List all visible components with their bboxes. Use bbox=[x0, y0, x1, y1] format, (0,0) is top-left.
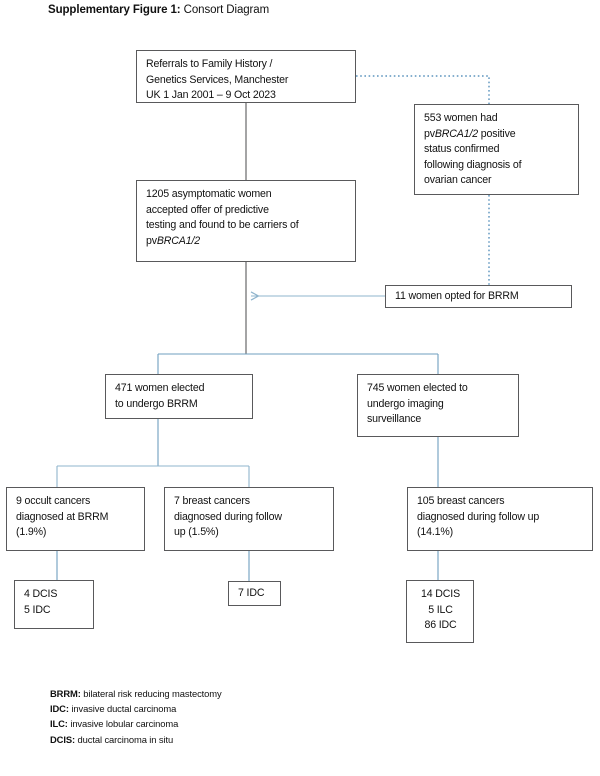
node-opted-brrm: 11 women opted for BRRM bbox=[385, 285, 572, 308]
node-ovarian-line2-suffix: positive bbox=[478, 127, 516, 140]
node-ovarian-gene-italic: BRCA1/2 bbox=[434, 127, 479, 140]
legend-row-ilc: ILC: invasive lobular carcinoma bbox=[50, 716, 222, 731]
figure-title-label: Supplementary Figure 1: bbox=[48, 4, 181, 16]
node-histology-followup-imaging-line3: 86 IDC bbox=[424, 619, 457, 631]
node-followup-imaging-line1: 105 breast cancers bbox=[417, 495, 505, 507]
node-asymptomatic-line2: accepted offer of predictive bbox=[146, 203, 269, 216]
node-histology-occult-line2: 5 IDC bbox=[24, 603, 51, 616]
node-occult-line1: 9 occult cancers bbox=[16, 495, 91, 507]
node-ovarian-cancer: 553 women had pvBRCA1/2 positive status … bbox=[414, 104, 579, 195]
node-histology-followup-brrm-line1: 7 IDC bbox=[238, 587, 265, 599]
node-elected-brrm: 471 women elected to undergo BRRM bbox=[105, 374, 253, 419]
node-elected-imaging: 745 women elected to undergo imaging sur… bbox=[357, 374, 519, 437]
node-referrals-line2: Genetics Services, Manchester bbox=[146, 73, 289, 86]
node-elected-brrm-line1: 471 women elected bbox=[115, 382, 205, 394]
legend-value-idc: invasive ductal carcinoma bbox=[68, 703, 177, 715]
figure-title: Supplementary Figure 1: Consort Diagram bbox=[48, 3, 269, 18]
node-histology-followup-imaging-line1: 14 DCIS bbox=[421, 588, 460, 600]
node-ovarian-line2-prefix: pv bbox=[424, 127, 435, 140]
node-occult-line2: diagnosed at BRRM bbox=[16, 510, 109, 523]
node-referrals: Referrals to Family History / Genetics S… bbox=[136, 50, 356, 103]
legend-key-idc: IDC: bbox=[50, 703, 69, 715]
node-ovarian-line5: ovarian cancer bbox=[424, 174, 492, 186]
node-followup-brrm-line1: 7 breast cancers bbox=[174, 495, 250, 507]
abbreviations-legend: BRRM: bilateral risk reducing mastectomy… bbox=[50, 686, 222, 747]
node-followup-imaging-line2: diagnosed during follow up bbox=[417, 510, 540, 523]
node-asymptomatic-line3: testing and found to be carriers of bbox=[146, 219, 299, 231]
legend-row-dcis: DCIS: ductal carcinoma in situ bbox=[50, 732, 222, 747]
legend-value-ilc: invasive lobular carcinoma bbox=[67, 718, 179, 730]
node-ovarian-line3: status confirmed bbox=[424, 143, 500, 155]
node-elected-imaging-line3: surveillance bbox=[367, 413, 422, 425]
node-ovarian-line4: following diagnosis of bbox=[424, 158, 522, 171]
node-asymptomatic-line4-prefix: pv bbox=[146, 234, 157, 247]
node-referrals-line1: Referrals to Family History / bbox=[146, 58, 273, 70]
node-followup-brrm-line2: diagnosed during follow bbox=[174, 510, 282, 523]
connector-referrals-to-ovarian bbox=[356, 75, 490, 104]
legend-key-dcis: DCIS: bbox=[50, 733, 76, 745]
legend-row-brrm: BRRM: bilateral risk reducing mastectomy bbox=[50, 686, 222, 701]
node-histology-followup-imaging-line2: 5 ILC bbox=[428, 603, 453, 616]
node-asymptomatic-line1: 1205 asymptomatic women bbox=[146, 188, 272, 200]
node-followup-cancers-brrm: 7 breast cancers diagnosed during follow… bbox=[164, 487, 334, 551]
node-histology-occult-line1: 4 DCIS bbox=[24, 588, 58, 600]
node-asymptomatic-gene-italic: BRCA1/2 bbox=[156, 234, 201, 247]
node-elected-imaging-line1: 745 women elected to bbox=[367, 382, 468, 394]
node-histology-occult: 4 DCIS 5 IDC bbox=[14, 580, 94, 629]
node-ovarian-line2: pvBRCA1/2 positive bbox=[424, 127, 570, 143]
legend-key-ilc: ILC: bbox=[50, 718, 68, 730]
node-asymptomatic-line4: pvBRCA1/2 bbox=[146, 234, 347, 250]
node-elected-imaging-line2: undergo imaging bbox=[367, 397, 444, 410]
node-followup-cancers-imaging: 105 breast cancers diagnosed during foll… bbox=[407, 487, 593, 551]
node-followup-brrm-line3: up (1.5%) bbox=[174, 526, 219, 538]
legend-value-brrm: bilateral risk reducing mastectomy bbox=[80, 688, 222, 699]
node-occult-line3: (1.9%) bbox=[16, 526, 47, 538]
node-asymptomatic-carriers: 1205 asymptomatic women accepted offer o… bbox=[136, 180, 356, 262]
node-ovarian-line1: 553 women had bbox=[424, 112, 498, 124]
node-followup-imaging-line3: (14.1%) bbox=[417, 526, 454, 538]
node-elected-brrm-line2: to undergo BRRM bbox=[115, 397, 198, 410]
node-histology-followup-imaging: 14 DCIS 5 ILC 86 IDC bbox=[406, 580, 474, 643]
node-occult-cancers: 9 occult cancers diagnosed at BRRM (1.9%… bbox=[6, 487, 145, 551]
legend-value-dcis: ductal carcinoma in situ bbox=[75, 733, 174, 745]
legend-key-brrm: BRRM: bbox=[50, 688, 81, 699]
legend-row-idc: IDC: invasive ductal carcinoma bbox=[50, 701, 222, 716]
figure-title-text: Consort Diagram bbox=[180, 4, 270, 16]
node-referrals-line3: UK 1 Jan 2001 – 9 Oct 2023 bbox=[146, 89, 276, 101]
node-opted-line1: 11 women opted for BRRM bbox=[395, 290, 519, 302]
node-histology-followup-brrm: 7 IDC bbox=[228, 581, 281, 606]
